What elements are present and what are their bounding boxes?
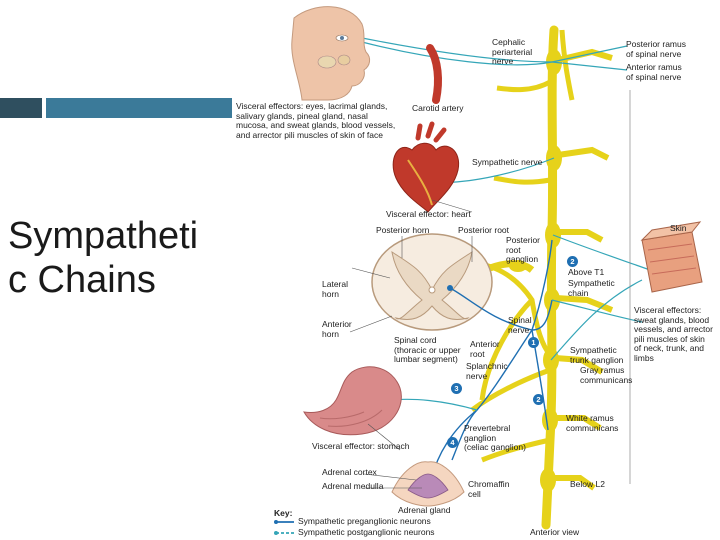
label-visceral-effectors-skin: Visceral effectors: sweat glands, blood … [634, 306, 713, 363]
carotid-artery [430, 48, 438, 100]
label-anterior-horn: Anterior horn [322, 320, 352, 339]
label-adrenal-cortex: Adrenal cortex [322, 468, 377, 478]
heart-illustration [393, 124, 458, 212]
label-posterior-root-ganglion: Posterior root ganglion [506, 236, 540, 265]
chain-upper-branch [562, 30, 572, 100]
label-posterior-horn: Posterior horn [376, 226, 429, 236]
pathway-number-3: 3 [451, 383, 462, 394]
label-above-t1: Above T1 [568, 268, 604, 278]
slide-title: Sympatheti c Chains [8, 214, 233, 302]
title-accent-bar-dark [0, 98, 42, 118]
label-spinal-nerve: Spinal nerve [508, 316, 532, 335]
label-cephalic-periarterial-nerve: Cephalic periarterial nerve [492, 38, 532, 67]
label-adrenal-medulla: Adrenal medulla [322, 482, 383, 492]
label-carotid-artery: Carotid artery [412, 104, 464, 114]
label-adrenal-gland: Adrenal gland [398, 506, 450, 516]
label-sympathetic-nerve: Sympathetic nerve [472, 158, 542, 168]
label-gray-ramus: Gray ramus communicans [580, 366, 632, 385]
head-illustration [292, 7, 370, 100]
label-white-ramus: White ramus communicans [566, 414, 618, 433]
label-anterior-view: Anterior view [530, 528, 579, 538]
key-title: Key: [274, 508, 292, 518]
label-visceral-effector-heart: Visceral effector: heart [386, 210, 471, 220]
label-visceral-effectors-head: Visceral effectors: eyes, lacrimal gland… [236, 102, 395, 140]
title-accent-bar-light [46, 98, 232, 118]
label-sympathetic-trunk-ganglion: Sympathetic trunk ganglion [570, 346, 623, 365]
key-postganglionic-label: Sympathetic postganglionic neurons [298, 528, 435, 538]
label-anterior-root: Anterior root [470, 340, 500, 359]
label-lateral-horn: Lateral horn [322, 280, 348, 299]
label-below-l2: Below L2 [570, 480, 605, 490]
label-splanchnic-nerve: Splanchnic nerve [466, 362, 508, 381]
pathway-number-1: 1 [528, 337, 539, 348]
label-skin: Skin [670, 224, 687, 234]
sympathetic-chain-trunk [546, 30, 554, 525]
label-prevertebral-ganglion: Prevertebral ganglion (celiac ganglion) [464, 424, 526, 453]
preganglionic-cell-bodies [447, 285, 453, 291]
label-sympathetic-chain: Sympathetic chain [568, 279, 615, 298]
pathway-number-4: 4 [447, 437, 458, 448]
pathway-number-2-upper: 2 [567, 256, 578, 267]
label-anterior-ramus: Anterior ramus of spinal nerve [626, 63, 682, 82]
stomach-illustration [304, 367, 401, 435]
adrenal-gland-illustration [392, 462, 464, 506]
label-posterior-root: Posterior root [458, 226, 509, 236]
sympathetic-chain-figure: Cephalic periarterial nerve Posterior ra… [232, 0, 720, 540]
label-posterior-ramus: Posterior ramus of spinal nerve [626, 40, 686, 59]
key-preganglionic-label: Sympathetic preganglionic neurons [298, 517, 431, 527]
label-chromaffin-cell: Chromaffin cell [468, 480, 509, 499]
label-spinal-cord: Spinal cord (thoracic or upper lumbar se… [394, 336, 461, 365]
label-visceral-effector-stomach: Visceral effector: stomach [312, 442, 409, 452]
pathway-number-2-lower: 2 [533, 394, 544, 405]
